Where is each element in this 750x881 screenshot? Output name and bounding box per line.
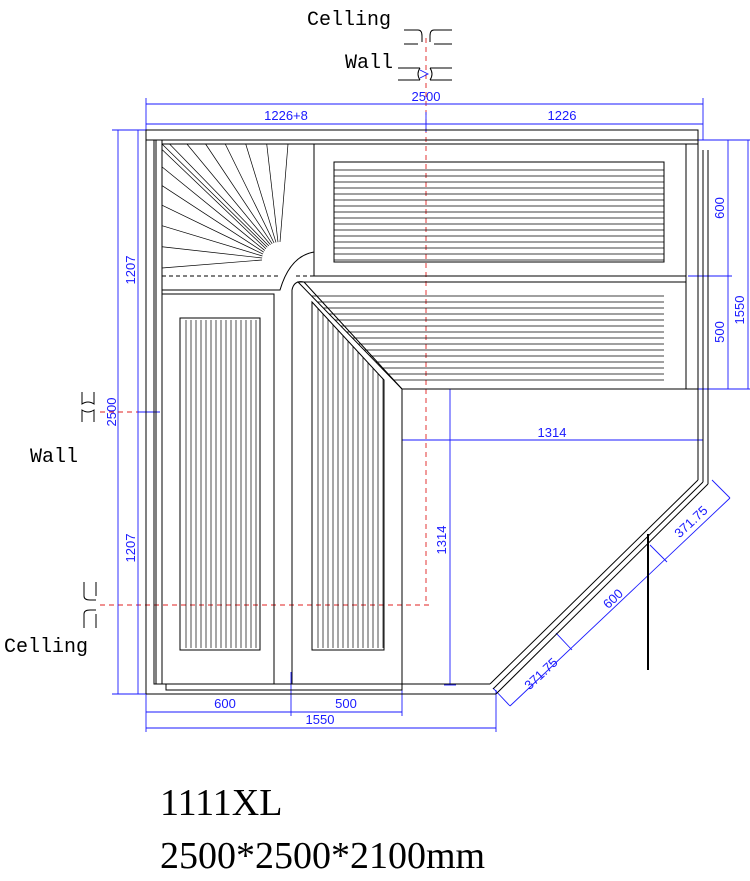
bench-slat: [169, 143, 270, 247]
dim-top-left: 1226+8: [264, 108, 308, 123]
bench-slat: [186, 143, 271, 245]
dim-bottom-right: 500: [335, 696, 357, 711]
bench-slat: [161, 259, 263, 269]
ceiling-label-top: Celling: [307, 9, 391, 32]
dim-diag-mid: 600: [600, 586, 626, 612]
ceiling-symbol-left: [83, 582, 97, 628]
dim-bottom-left: 600: [214, 696, 236, 711]
middle-bench: [291, 281, 403, 685]
dim-left-lower: 1207: [123, 534, 138, 563]
bench-slat: [161, 143, 268, 248]
bench-slat: [161, 225, 263, 257]
model-size: 2500*2500*2100mm: [160, 835, 485, 877]
bench-slat: [205, 143, 273, 244]
left-bench: [161, 293, 275, 685]
wall-label-top: Wall: [345, 52, 393, 75]
dim-left-upper: 1207: [123, 256, 138, 285]
dim-overall-top: 2500: [412, 89, 441, 104]
dim-diag-lower: 371.75: [521, 655, 560, 693]
bench-slat: [161, 185, 264, 253]
bench-slat: [161, 149, 267, 250]
corner-bench: [161, 143, 315, 291]
bench-slat: [266, 143, 279, 243]
dimension-right: [688, 139, 750, 390]
dim-right-upper: 600: [712, 197, 727, 219]
wall-symbol-left: [81, 392, 95, 422]
dim-top-right: 1226: [548, 108, 577, 123]
wall-label-left: Wall: [30, 446, 78, 469]
wall-symbol-top: [398, 67, 452, 81]
bench-slat: [161, 204, 264, 255]
ceiling-symbol-top: [404, 29, 452, 45]
model-name: 1111XL: [160, 782, 282, 824]
dim-bottom-overall: 1550: [306, 712, 335, 727]
upper-right-bench: [313, 143, 699, 390]
dimension-diagonal: [492, 479, 731, 707]
center-axes: [100, 38, 430, 606]
bench-slat: [279, 143, 289, 243]
dim-inner-horizontal: 1314: [538, 425, 567, 440]
bench-slat: [224, 143, 275, 244]
dim-right-lower: 500: [712, 321, 727, 343]
dim-inner-vertical: 1314: [434, 526, 449, 555]
bench-slat: [161, 246, 263, 259]
lower-right-bench: [296, 275, 687, 390]
ceiling-label-left: Celling: [4, 636, 88, 659]
dim-right-overall: 1550: [732, 296, 747, 325]
dim-left-overall: 2500: [104, 398, 119, 427]
bench-slat: [161, 166, 265, 251]
bench-slat: [245, 143, 277, 243]
dimension-top: [145, 98, 704, 140]
